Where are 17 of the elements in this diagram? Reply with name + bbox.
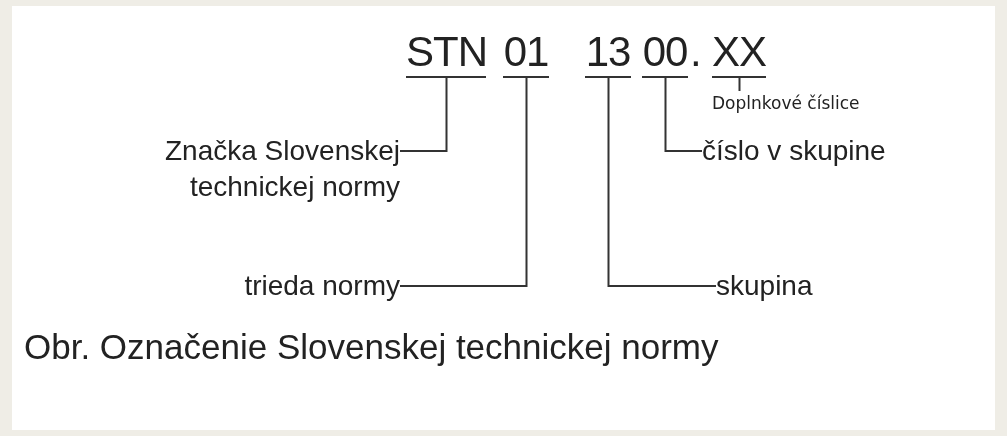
figure-caption: Obr. Označenie Slovenskej technickej normy — [24, 326, 719, 368]
callout-text: Značka Slovenskej technickej normy — [48, 133, 400, 205]
separator-dot: . — [690, 27, 702, 77]
leader-line — [738, 76, 741, 92]
leader-line — [399, 76, 528, 287]
leader-line — [399, 76, 448, 152]
callout-text: skupina — [716, 268, 813, 304]
callout-text: Doplnkové číslice — [712, 91, 860, 115]
designation-part: XX — [712, 26, 766, 78]
leader-line — [664, 76, 703, 152]
designation-part: 00 — [642, 26, 688, 78]
designation-part: 01 — [503, 26, 549, 78]
designation-part: 13 — [585, 26, 631, 78]
leader-line — [607, 76, 717, 287]
designation-part: STN — [406, 26, 486, 78]
callout-text: číslo v skupine — [702, 133, 886, 169]
callout-text: trieda normy — [150, 268, 400, 304]
